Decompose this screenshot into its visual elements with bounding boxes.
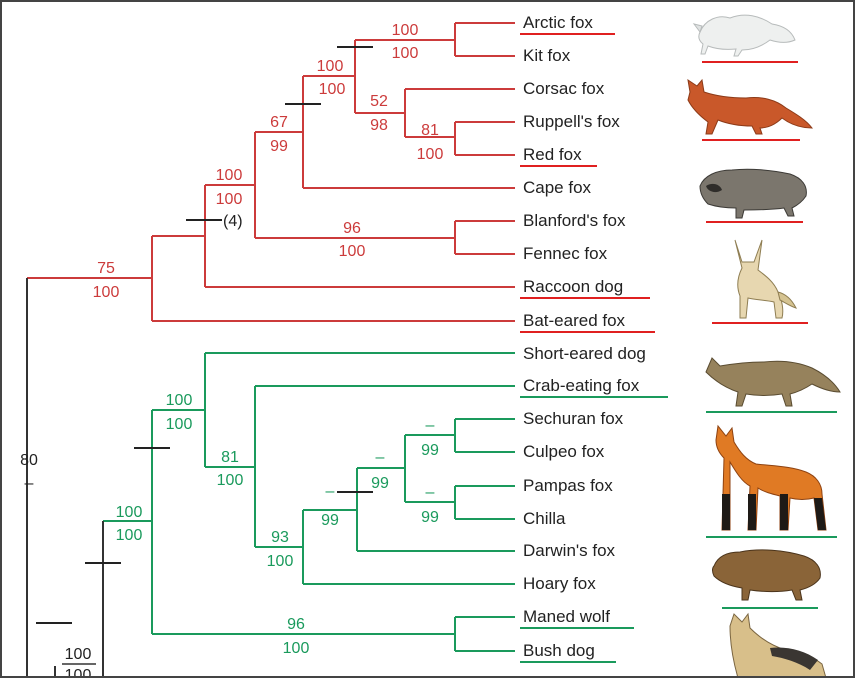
species-label: Cape fox — [523, 178, 592, 197]
species-label: Bush dog — [523, 641, 595, 660]
support-value: 100 — [116, 504, 143, 521]
support-value: 100 — [267, 553, 294, 570]
arctic-fox-illustration — [694, 15, 798, 62]
species-label: Raccoon dog — [523, 277, 623, 296]
support-value: 100 — [216, 167, 243, 184]
support-value: – — [426, 484, 435, 501]
support-value: 99 — [321, 512, 339, 529]
tick-marks — [36, 47, 373, 623]
support-value: 100 — [166, 416, 193, 433]
red-fox-illustration — [688, 80, 812, 140]
support-value: 100 — [392, 45, 419, 62]
support-value: 93 — [271, 529, 289, 546]
support-value: 100 — [319, 81, 346, 98]
species-label: Short-eared dog — [523, 344, 646, 363]
species-label: Bat-eared fox — [523, 311, 626, 330]
support-value: 100 — [339, 243, 366, 260]
support-value: 100 — [417, 146, 444, 163]
support-value: 80 — [20, 452, 38, 469]
support-value: – — [326, 483, 335, 500]
support-value: – — [25, 475, 34, 492]
support-value: – — [426, 417, 435, 434]
species-label: Arctic fox — [523, 13, 593, 32]
species-labels: Arctic fox Kit fox Corsac fox Ruppell's … — [523, 13, 646, 660]
support-value: 75 — [97, 260, 115, 277]
species-label: Chilla — [523, 509, 566, 528]
species-label: Culpeo fox — [523, 442, 605, 461]
species-label: Sechuran fox — [523, 409, 624, 428]
crab-eating-fox-illustration — [706, 358, 840, 412]
root-branches — [27, 278, 103, 678]
bush-dog-illustration — [713, 550, 821, 608]
support-value: 81 — [421, 122, 439, 139]
support-value: 67 — [270, 114, 288, 131]
support-value: 100 — [65, 646, 92, 663]
support-value: 100 — [93, 284, 120, 301]
species-label: Red fox — [523, 145, 582, 164]
raccoon-dog-illustration — [700, 169, 806, 222]
support-value: 99 — [421, 509, 439, 526]
support-value: 99 — [371, 475, 389, 492]
support-value: 81 — [221, 449, 239, 466]
species-label: Pampas fox — [523, 476, 613, 495]
species-label: Darwin's fox — [523, 541, 616, 560]
species-label: Ruppell's fox — [523, 112, 620, 131]
support-value: 100 — [216, 191, 243, 208]
support-value: 99 — [270, 138, 288, 155]
support-value: 100 — [217, 472, 244, 489]
species-label: Corsac fox — [523, 79, 605, 98]
support-value: 96 — [287, 616, 305, 633]
support-value: 96 — [343, 220, 361, 237]
support-value: 99 — [421, 442, 439, 459]
support-value: 98 — [370, 117, 388, 134]
species-label: Fennec fox — [523, 244, 608, 263]
bat-eared-fox-illustration — [712, 240, 808, 323]
support-value: 100 — [116, 527, 143, 544]
support-value: 52 — [370, 93, 388, 110]
black-backed-jackal-illustration — [730, 614, 826, 678]
species-label: Hoary fox — [523, 574, 596, 593]
support-value: 100 — [317, 58, 344, 75]
species-label: Blanford's fox — [523, 211, 626, 230]
support-value: (4) — [223, 213, 243, 230]
support-value: 100 — [392, 22, 419, 39]
support-value: 100 — [283, 640, 310, 657]
species-label: Crab-eating fox — [523, 376, 640, 395]
species-label: Maned wolf — [523, 607, 610, 626]
maned-wolf-illustration — [706, 426, 837, 537]
support-value: – — [376, 449, 385, 466]
species-label: Kit fox — [523, 46, 571, 65]
node-support-labels: 100 100 100 100 52 98 81 100 67 99 100 1… — [20, 22, 443, 678]
support-value: 100 — [166, 392, 193, 409]
